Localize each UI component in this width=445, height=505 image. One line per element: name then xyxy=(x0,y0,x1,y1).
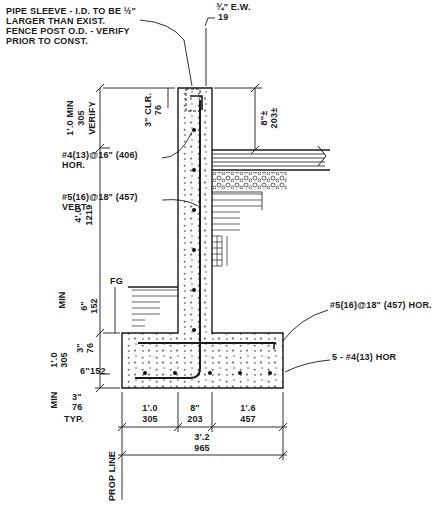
drawing-label: #4(13)@16" (406) HOR. xyxy=(62,150,162,170)
drawing-label: 1'.0 MIN xyxy=(65,100,75,135)
drawing-label: 19 xyxy=(218,12,228,22)
drawing-label: 3" xyxy=(72,392,82,402)
drawing-label: 457 xyxy=(240,414,256,424)
drawing-label: #5(16)@18" (457) HOR. xyxy=(330,300,440,310)
drawing-label: 4'.0 xyxy=(73,207,83,222)
drawing-label: 5 - #4(13) HOR xyxy=(332,352,442,362)
drawing-label: PIPE SLEEVE - I.D. TO BE ½" LARGER THAN … xyxy=(6,6,138,46)
drawing-label: 3" xyxy=(75,343,85,353)
drawing-label: 305 xyxy=(76,110,86,126)
drawing-label: VERIFY xyxy=(87,101,97,135)
drawing-label: 152 xyxy=(89,298,99,314)
drawing-label: MIN xyxy=(57,291,67,308)
drawing-label: 8" xyxy=(190,403,200,413)
drawing-label: 76 xyxy=(85,343,95,353)
drawing-label: FG xyxy=(110,276,123,286)
drawing-label: 1'.6 xyxy=(240,403,255,413)
drawing-label: MIN xyxy=(49,391,59,408)
drawing-label: 152 xyxy=(90,366,106,376)
drawing-label: 305 xyxy=(59,352,69,368)
drawing-label: TYP. xyxy=(64,414,84,424)
drawing-label: 203± xyxy=(269,108,279,129)
drawing-label: 965 xyxy=(194,443,210,453)
drawing-label: ¾" E.W. xyxy=(216,2,251,12)
drawing-label: 76 xyxy=(153,105,163,115)
drawing-label: 8"± xyxy=(259,111,269,126)
drawing-label: 305 xyxy=(142,414,158,424)
drawing-label: PROP LINE xyxy=(107,451,117,501)
drawing-label: 6" xyxy=(79,301,89,311)
drawing-label: 76 xyxy=(72,402,82,412)
drawing-label: 203 xyxy=(187,414,203,424)
drawing-label: 3'.2 xyxy=(194,432,209,442)
drawing-label: 1'.0 xyxy=(49,352,59,367)
drawing-label: 6" xyxy=(80,366,90,376)
drawing-label: 3" CLR. xyxy=(143,93,153,127)
drawing-label: 1219 xyxy=(84,205,94,226)
drawing-label: 1'.0 xyxy=(142,403,157,413)
